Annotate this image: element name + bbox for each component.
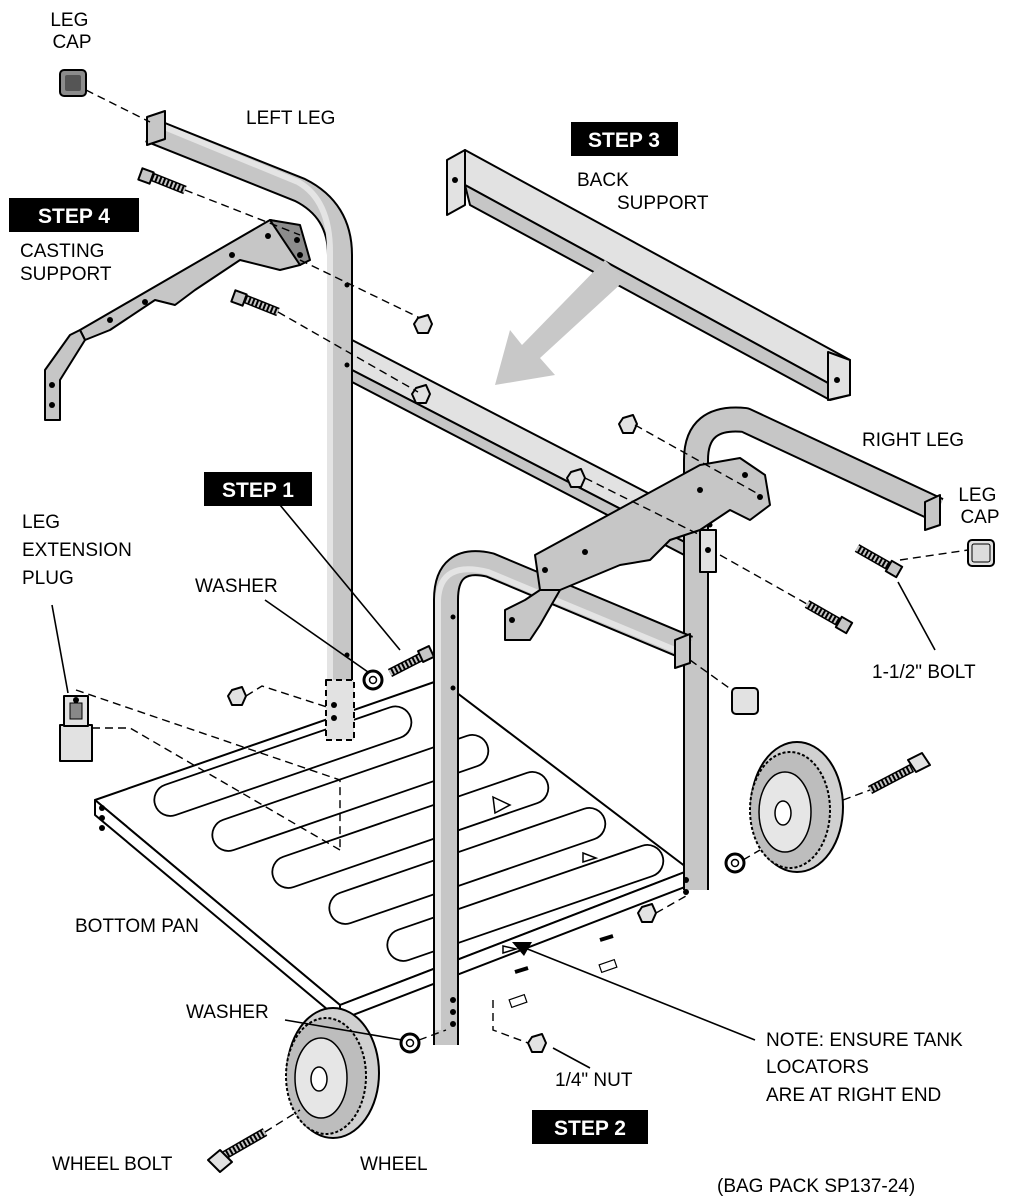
leg-cap-top-label: LEG CAP [50,10,93,53]
pan-ribs [153,705,665,962]
bolt-upper-left [137,167,187,195]
bottom-pan [94,679,691,1021]
wheel-bolt-label: WHEEL BOLT [52,1154,173,1175]
leader-lines [51,504,936,1069]
hardware [59,69,995,1173]
leg-cap-front [731,687,759,715]
casting-support [44,219,311,421]
back-support [446,149,851,401]
leg-extension-plug-label: LEG EXTENSION PLUG [22,512,137,589]
nut-5 [227,686,247,706]
quarter-nut-label: 1/4" NUT [555,1070,633,1091]
assembly-lines [75,89,969,1133]
step-2-label: STEP 2 [532,1110,648,1144]
leg-extension-plug [59,695,93,762]
nut-3 [618,414,638,434]
left-leg-label: LEFT LEG [246,108,335,129]
bolt-mid-left [230,289,280,317]
washer-upper-label: WASHER [195,576,278,597]
bottom-pan-label: BOTTOM PAN [75,916,199,937]
install-arrow [495,260,625,385]
back-support-label: BACK SUPPORT [577,170,709,214]
nut-1 [413,314,433,334]
step-1-label: STEP 1 [204,472,312,506]
nut-4 [566,468,586,488]
svg-text:STEP 2: STEP 2 [554,1117,626,1140]
step-3-label: STEP 3 [571,122,678,156]
bolt-label: 1-1/2" BOLT [872,662,976,683]
wheel-label: WHEEL [360,1154,428,1175]
nut-6 [637,903,657,923]
wheel-bolt-left [207,1128,268,1173]
wheel-left [285,1007,380,1139]
bolt-1-5-b [804,600,854,635]
svg-text:STEP 3: STEP 3 [588,129,660,152]
bolt-step1 [387,645,435,678]
nut-2 [411,384,431,404]
casting-support-right [504,457,771,641]
bolt-1-5-a [854,544,904,579]
left-leg [145,110,355,741]
right-leg-label: RIGHT LEG [862,430,964,451]
step-4-label: STEP 4 [9,198,139,232]
nut-7 [527,1033,547,1053]
washer-lower-label: WASHER [186,1002,269,1023]
svg-text:STEP 4: STEP 4 [38,205,110,228]
right-leg [433,406,944,1045]
casting-support-label: CASTING SUPPORT [20,241,112,285]
svg-text:STEP 1: STEP 1 [222,479,294,502]
note-label: NOTE: ENSURE TANK LOCATORS ARE AT RIGHT … [766,1030,968,1106]
leg-cap-right-label: LEG CAP [958,485,1001,528]
wheel-bolt-right [867,752,931,794]
bag-pack-label: (BAG PACK SP137-24) [717,1176,915,1197]
wheel-right [749,741,844,873]
tank-locators [492,795,618,1009]
